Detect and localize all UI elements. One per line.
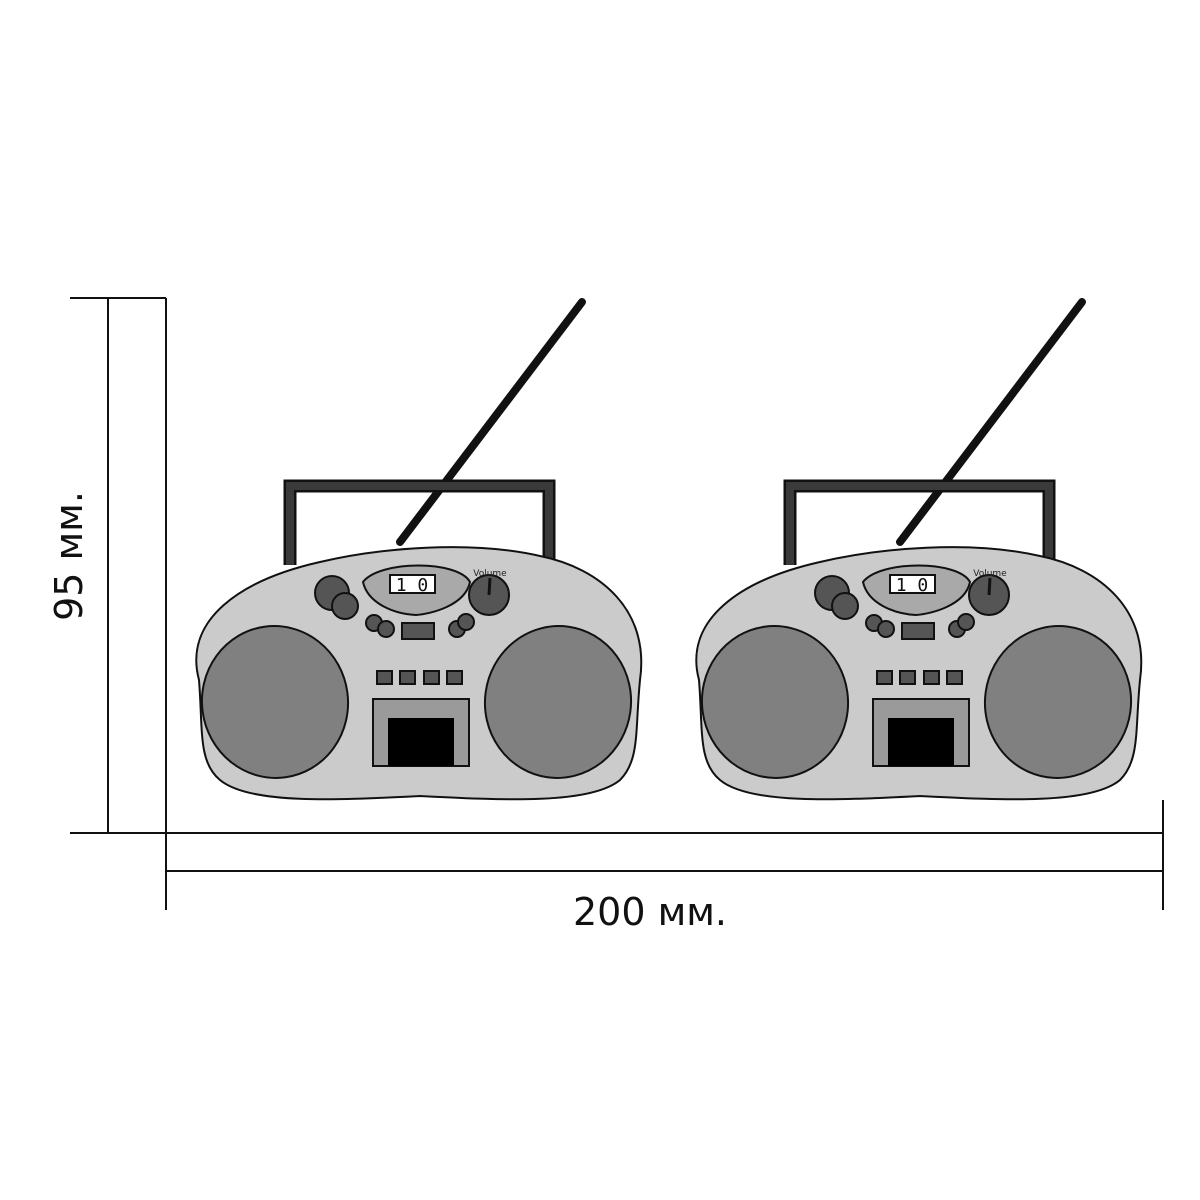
height-label: 95 мм. <box>47 491 91 621</box>
tuner-display-text: 1 0 <box>896 575 929 596</box>
boombox-icon <box>692 302 1141 799</box>
height-dimension <box>70 297 167 834</box>
volume-label: Volume <box>973 569 1007 579</box>
tuner-display-text: 1 0 <box>396 575 429 596</box>
boombox-icon <box>192 302 641 799</box>
width-label: 200 мм. <box>573 890 727 934</box>
radio-right: 1 0 Volume <box>692 302 1141 799</box>
radio-left: 1 0 Volume <box>192 302 641 799</box>
width-dimension <box>165 800 1164 910</box>
volume-label: Volume <box>473 569 507 579</box>
